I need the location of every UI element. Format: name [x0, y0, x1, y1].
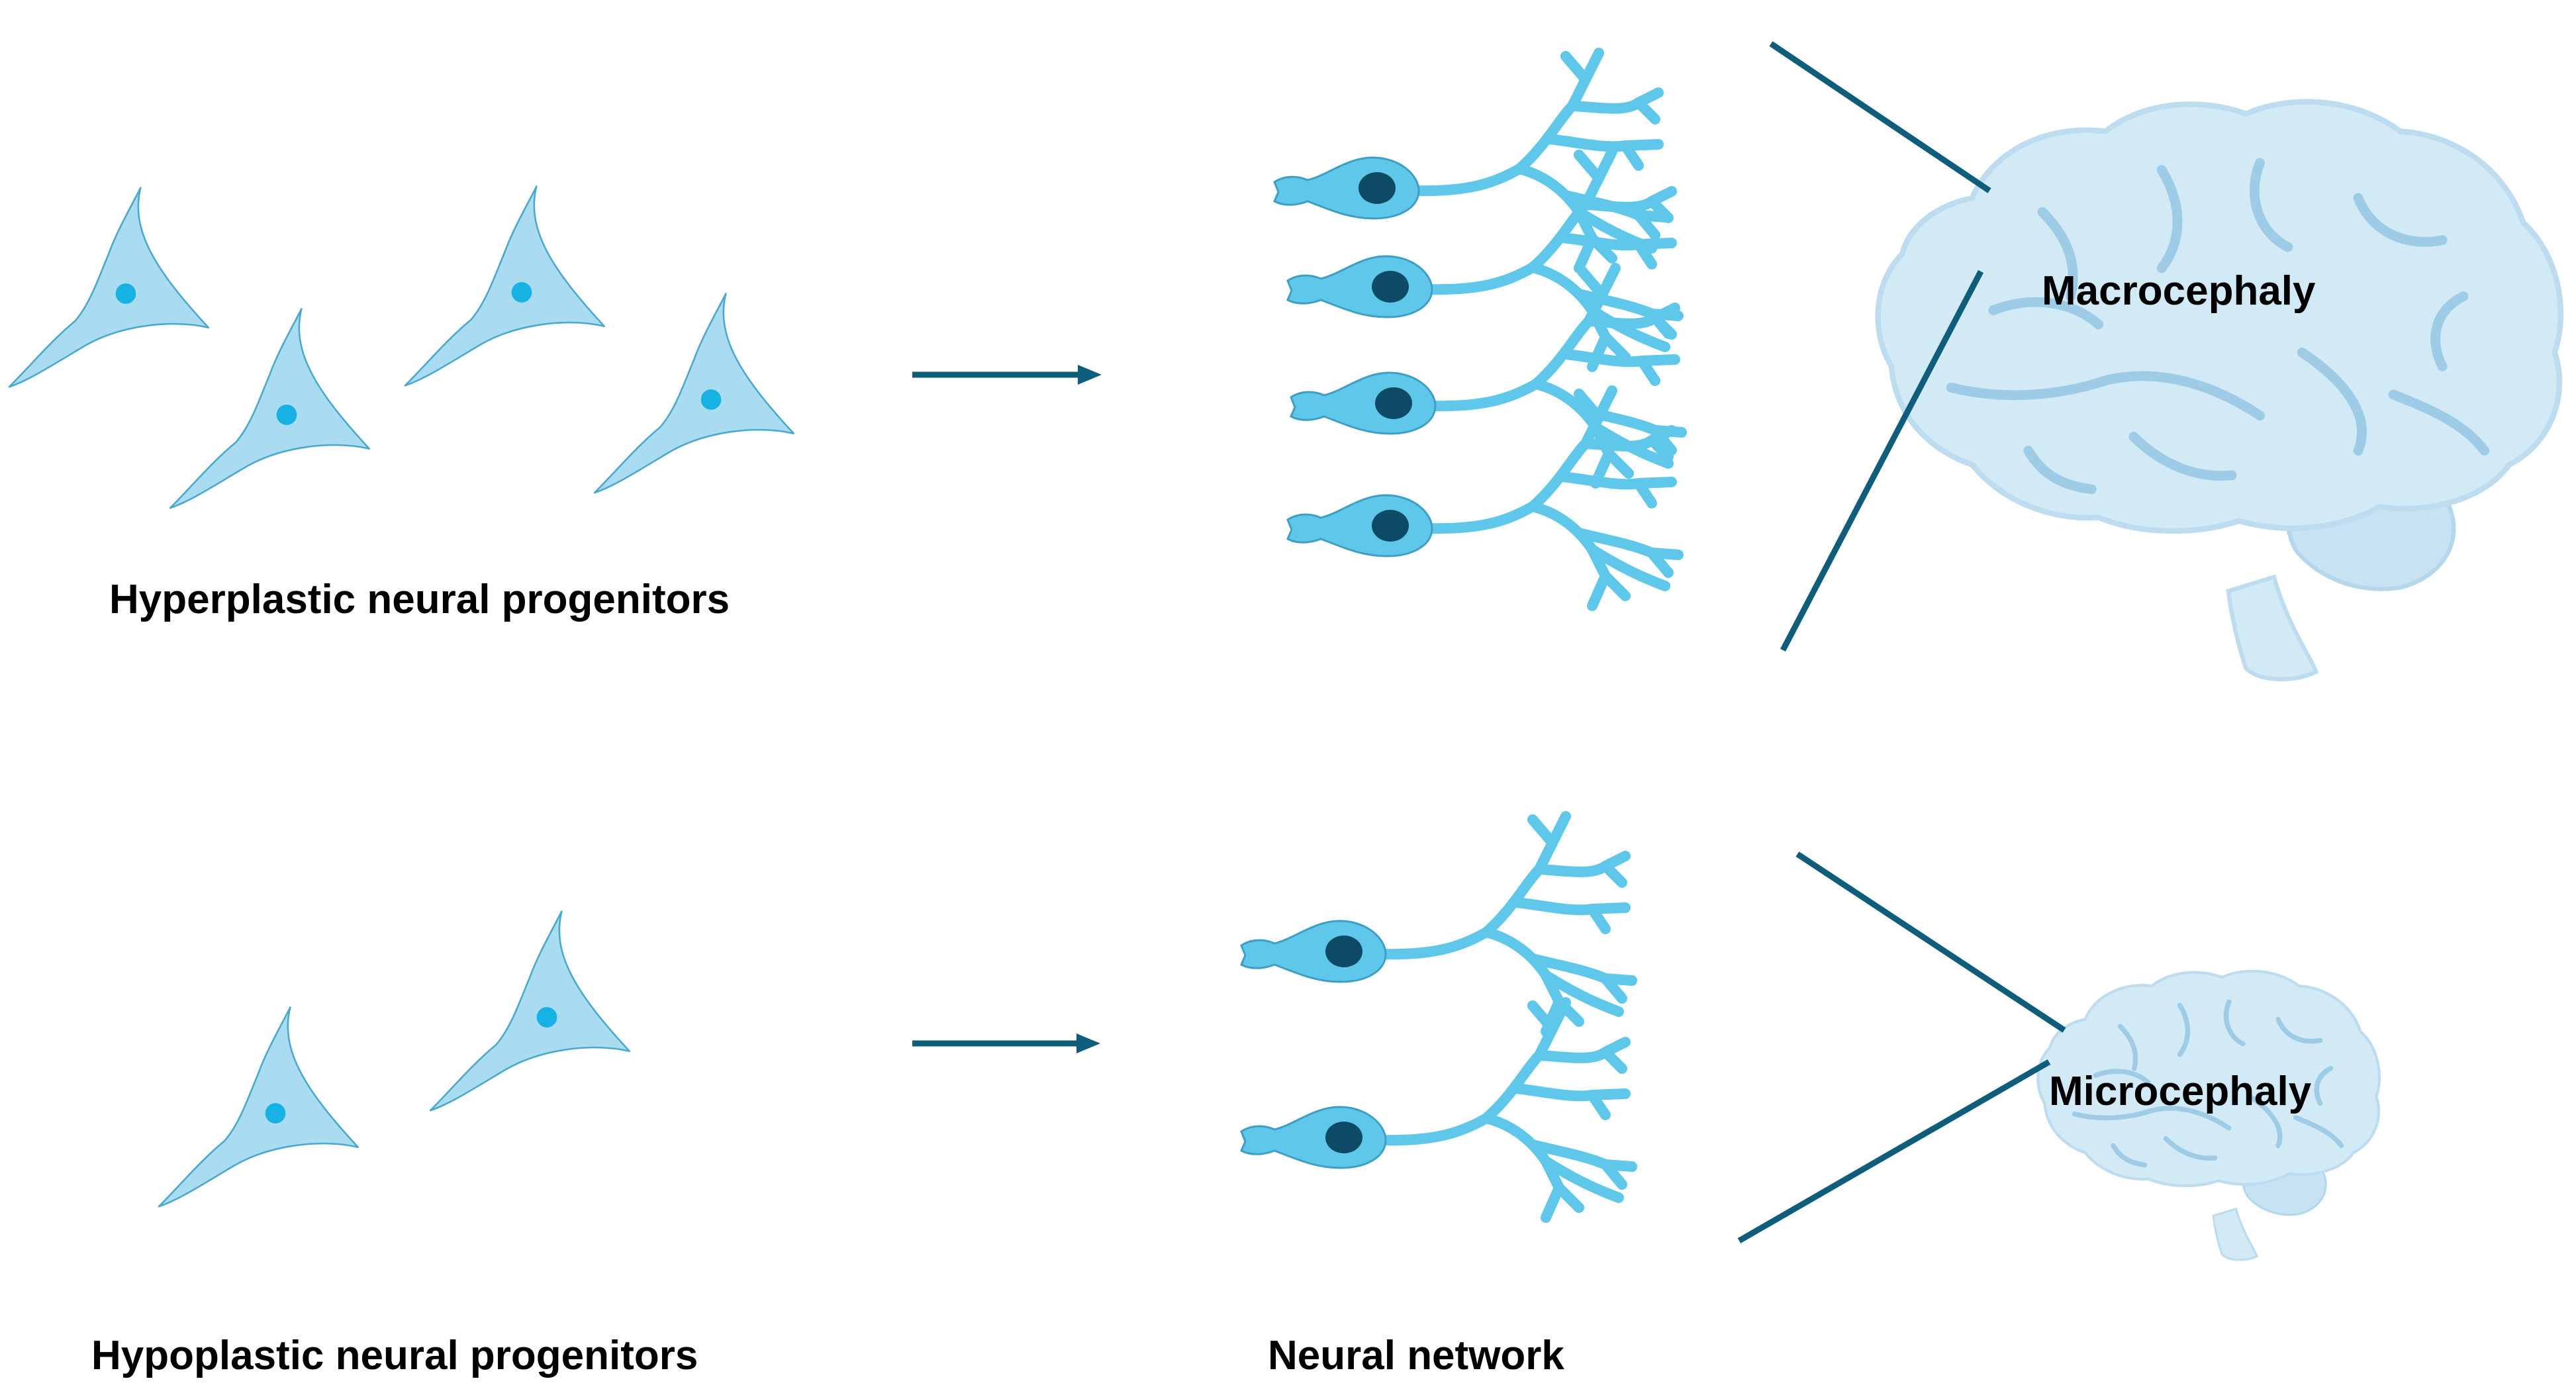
connector-line — [1780, 269, 1983, 652]
microcephaly-label: Microcephaly — [2049, 1069, 2312, 1114]
bottom-row — [158, 816, 2379, 1260]
top-row — [8, 41, 2561, 679]
brain-icon — [2038, 971, 2379, 1260]
hypoplastic-label: Hypoplastic neural progenitors — [91, 1333, 698, 1378]
progenitor-cell-icon — [404, 185, 606, 387]
progenitor-cell-icon — [169, 308, 371, 509]
neuron-icon — [1241, 1002, 1632, 1218]
arrow-right-icon — [912, 365, 1102, 385]
connector-line — [1795, 851, 2066, 1033]
connector-line — [1769, 41, 1991, 193]
neural-network-label: Neural network — [1268, 1333, 1564, 1378]
progenitor-cell-icon — [8, 187, 210, 388]
progenitor-cell-icon — [593, 293, 795, 494]
connector-line — [1737, 1059, 2051, 1243]
brain-icon — [1878, 102, 2561, 679]
macrocephaly-label: Macrocephaly — [2042, 268, 2316, 314]
neuron-icon — [1241, 816, 1632, 1032]
arrow-right-icon — [912, 1033, 1100, 1053]
progenitor-cell-icon — [429, 910, 631, 1112]
progenitor-cell-icon — [158, 1006, 359, 1208]
hyperplastic-label: Hyperplastic neural progenitors — [109, 577, 730, 622]
